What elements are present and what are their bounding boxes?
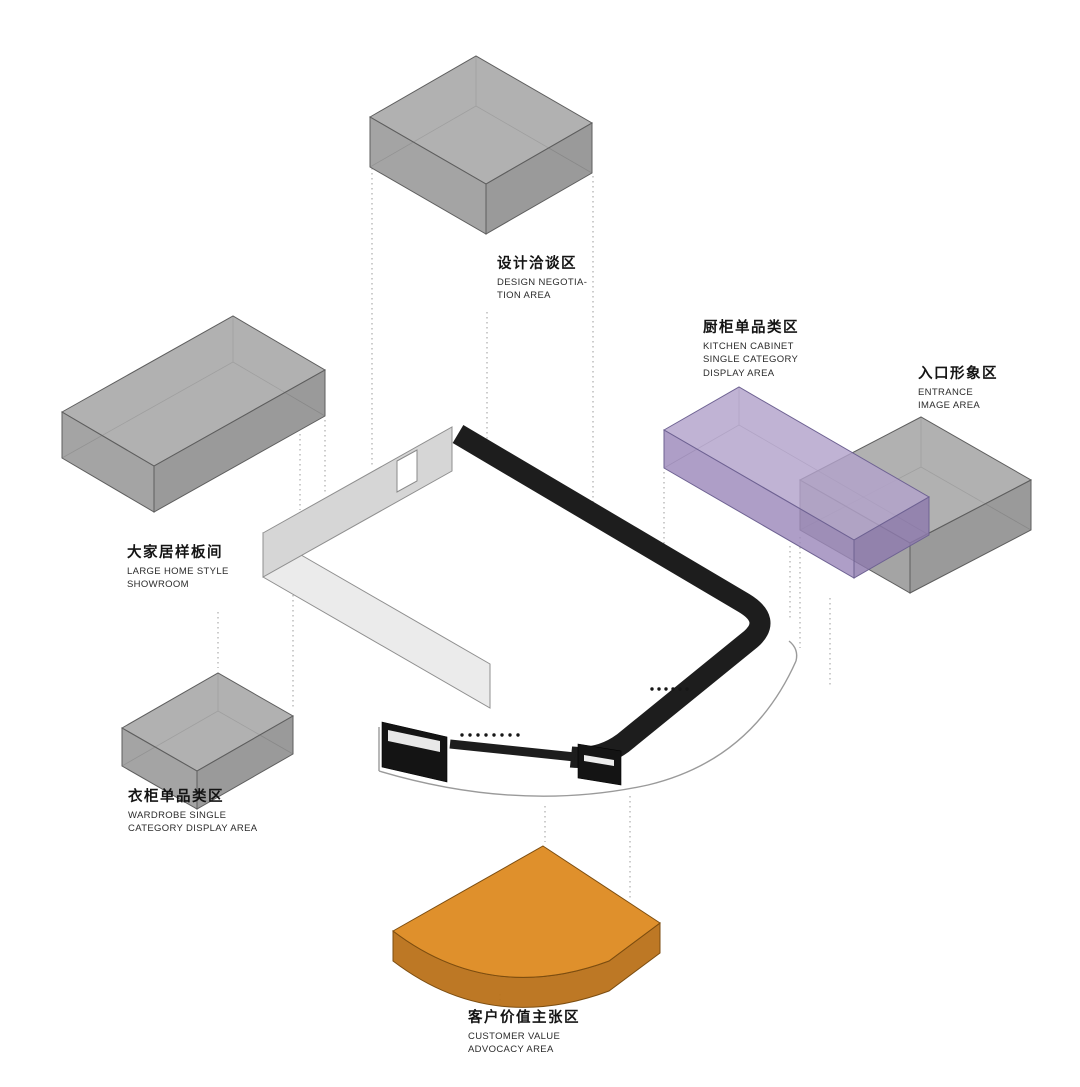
plan-left-wall: [262, 532, 491, 709]
door-opening: [396, 449, 418, 493]
label-large-home-showroom: 大家居样板间 LARGE HOME STYLE SHOWROOM: [127, 541, 229, 592]
label-en-line: KITCHEN CABINET: [703, 341, 794, 352]
box-right-face: [909, 479, 1032, 594]
label-zh: 大家居样板间: [127, 545, 223, 561]
customer-value-box: [392, 845, 661, 1008]
box-top-face: [392, 845, 661, 978]
label-en-line: IMAGE AREA: [918, 400, 981, 412]
counter-top-highlight: [388, 730, 440, 752]
label-en-line: SHOWROOM: [127, 579, 189, 591]
counter-top-highlight: [584, 755, 614, 766]
label-zh: 入口形象区: [918, 366, 998, 382]
front-counter-block-left: [381, 721, 448, 783]
label-en-line: DISPLAY AREA: [703, 367, 775, 379]
label-en-line: TION AREA: [497, 290, 551, 302]
wardrobe-box: [120, 672, 295, 810]
floor-slab-right-edge: [788, 640, 798, 662]
label-zh: 客户价值主张区: [468, 1010, 580, 1026]
label-zh: 衣柜单品类区: [128, 789, 224, 805]
box-right-face: [153, 369, 326, 513]
label-zh: 厨柜单品类区: [703, 320, 799, 336]
kitchen-cabinet-box: [662, 386, 931, 579]
label-en-line: CUSTOMER VALUE: [468, 1031, 561, 1042]
label-en-line: LARGE HOME STYLE: [127, 566, 229, 577]
label-wardrobe-area: 衣柜单品类区 WARDROBE SINGLE CATEGORY DISPLAY …: [128, 785, 258, 836]
box-right-face: [196, 715, 294, 810]
label-entrance-image-area: 入口形象区 ENTRANCE IMAGE AREA: [918, 362, 998, 413]
front-counter-block-right: [577, 743, 622, 786]
label-en-line: DESIGN NEGOTIA-: [497, 277, 588, 288]
box-right-face: [853, 496, 930, 579]
label-en-line: ADVOCACY AREA: [468, 1044, 554, 1056]
plan-front-wall: [449, 739, 576, 762]
box-right-face: [485, 122, 593, 235]
label-customer-value-area: 客户价值主张区 CUSTOMER VALUE ADVOCACY AREA: [468, 1006, 580, 1057]
showroom-box: [60, 315, 327, 513]
label-kitchen-cabinet-area: 厨柜单品类区 KITCHEN CABINET SINGLE CATEGORY D…: [703, 316, 799, 380]
floor-plan: [262, 424, 798, 797]
label-design-negotiation-area: 设计洽谈区 DESIGN NEGOTIA- TION AREA: [497, 252, 587, 303]
label-en-line: WARDROBE SINGLE: [128, 810, 227, 821]
plan-marker-dots: [460, 687, 689, 737]
label-zh: 设计洽谈区: [497, 256, 577, 272]
design-negotiation-box: [368, 55, 594, 235]
label-en-line: SINGLE CATEGORY: [703, 354, 799, 366]
plan-back-wall: [262, 426, 453, 578]
label-en-line: CATEGORY DISPLAY AREA: [128, 823, 258, 835]
label-en-line: ENTRANCE: [918, 387, 974, 398]
floor-slab-curve: [378, 660, 797, 797]
